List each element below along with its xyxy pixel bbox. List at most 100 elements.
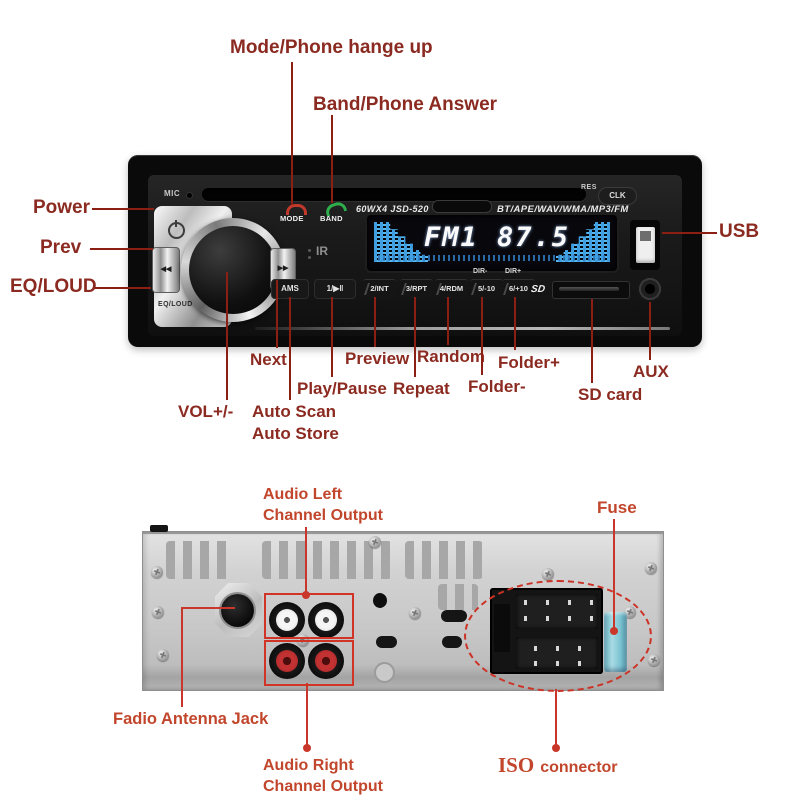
screw <box>369 536 381 548</box>
screw <box>542 568 554 580</box>
volume-knob <box>189 226 277 314</box>
box-audio-left <box>264 593 354 639</box>
label-eq-loud: EQ/LOUD <box>10 276 97 297</box>
line-play-pause <box>331 297 333 377</box>
lcd-frequency: FM1 87.5 <box>423 222 571 253</box>
line-eq-loud <box>95 287 151 289</box>
label-next: Next <box>250 350 287 369</box>
res-label: RES <box>581 184 597 191</box>
label-antenna: Fadio Antenna Jack <box>113 710 269 728</box>
vent-slots <box>438 584 478 610</box>
line-band <box>331 115 333 203</box>
dot-fuse <box>610 627 618 635</box>
eq-loud-button-label: EQ/LOUD <box>158 301 193 308</box>
dir-plus-label: DIR+ <box>505 268 522 275</box>
phone-hangup-icon <box>286 204 307 215</box>
rear-hole <box>373 593 387 608</box>
line-iso <box>555 689 557 745</box>
label-auto-scan: Auto Scan <box>252 402 337 421</box>
prev-icon: ◀◀ <box>160 266 172 273</box>
rear-mount-tab <box>150 525 168 532</box>
label-power: Power <box>33 197 91 218</box>
label-mode-phone: Mode/Phone hange up <box>230 37 433 58</box>
play-pause-button: 1/▶‖ <box>314 279 356 299</box>
label-preview: Preview <box>345 349 410 368</box>
mic-hole <box>187 193 192 198</box>
rear-slot <box>376 636 397 648</box>
reset-slot <box>432 200 492 213</box>
line-antenna-h <box>181 607 235 609</box>
rca-right-front <box>269 643 305 679</box>
label-band-phone: Band/Phone Answer <box>313 94 498 115</box>
mic-label: MIC <box>164 189 181 198</box>
rear-slot <box>441 610 467 622</box>
clock-button: CLK <box>598 187 637 205</box>
mode-button: MODE <box>280 214 304 223</box>
line-folder-plus <box>514 297 516 350</box>
usb-port-slot <box>640 231 651 241</box>
screw <box>648 654 660 666</box>
label-play-pause: Play/Pause <box>297 379 387 398</box>
dot-audio-right <box>303 744 311 752</box>
rca-right-rear <box>308 643 344 679</box>
key-6-dir-plus: 6/+10 <box>502 279 535 298</box>
line-auto-scan <box>289 297 291 400</box>
line-antenna-v <box>181 607 183 707</box>
dot-audio-left <box>302 591 310 599</box>
line-preview <box>374 297 376 347</box>
label-fuse: Fuse <box>597 498 637 517</box>
line-sd-card <box>591 299 593 383</box>
key-4-rdm: 4/RDM <box>435 279 468 298</box>
dot-iso <box>552 744 560 752</box>
box-audio-right <box>264 640 354 686</box>
line-folder-minus <box>481 297 483 375</box>
prev-button: ◀◀ <box>152 247 180 293</box>
power-icon <box>168 220 185 239</box>
lcd-wave-dots <box>378 255 606 261</box>
ir-dot <box>308 256 311 259</box>
vent-slots <box>262 541 392 579</box>
line-fuse <box>613 519 615 628</box>
rca-left-front <box>269 602 305 638</box>
line-random <box>447 297 449 345</box>
rear-plug <box>374 662 395 683</box>
rear-slot <box>442 636 462 648</box>
line-repeat <box>414 297 416 377</box>
cd-slot <box>202 188 586 201</box>
vent-slots <box>405 541 483 579</box>
label-audio-right: Audio Right Channel Output <box>263 757 383 795</box>
screw <box>152 606 164 618</box>
screw <box>409 607 421 619</box>
sd-logo: SD <box>530 284 546 295</box>
line-aux <box>649 302 651 360</box>
label-auto-store: Auto Store <box>252 424 339 443</box>
label-folder-plus: Folder+ <box>498 353 560 372</box>
label-repeat: Repeat <box>393 379 450 398</box>
line-audio-left <box>305 527 307 592</box>
radio-antenna-jack <box>221 594 254 627</box>
screw <box>157 649 169 661</box>
dir-minus-label: DIR- <box>473 268 488 275</box>
line-audio-right <box>306 683 308 745</box>
vent-slots <box>166 541 232 579</box>
label-audio-left: Audio Left Channel Output <box>263 486 383 524</box>
line-prev <box>90 248 153 250</box>
line-power <box>92 208 154 210</box>
line-mode <box>291 62 293 205</box>
key-2-int: 2/INT <box>363 279 396 298</box>
label-aux: AUX <box>633 362 669 381</box>
label-vol: VOL+/- <box>178 402 234 421</box>
label-random: Random <box>417 347 485 366</box>
label-prev: Prev <box>40 237 82 258</box>
ir-receiver: IR <box>316 244 328 258</box>
line-vol <box>226 272 228 400</box>
ir-dot <box>308 249 311 252</box>
screw <box>151 566 163 578</box>
sd-card-slot <box>552 281 630 299</box>
iso-highlight-ellipse <box>464 580 652 692</box>
next-icon: ▶▶ <box>277 265 289 272</box>
aux-jack <box>637 276 663 302</box>
line-usb <box>662 232 717 234</box>
